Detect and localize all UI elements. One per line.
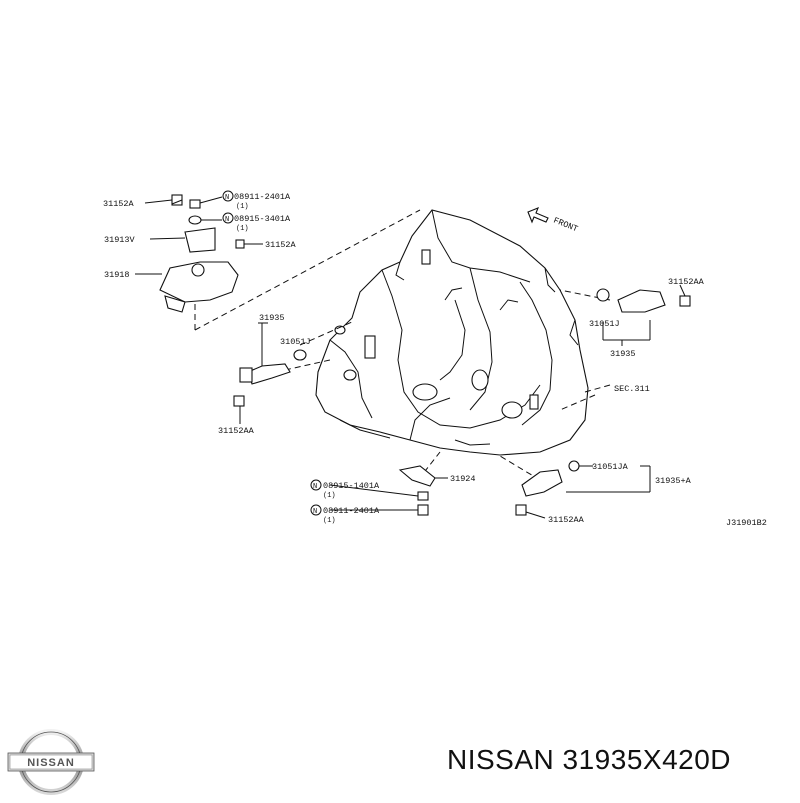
label-31918: 31918 (104, 270, 130, 280)
label-front: FRONT (552, 216, 579, 235)
right-speed-sensor (596, 284, 691, 346)
label-31051j-left: 31051J (280, 337, 311, 347)
part-caption: NISSAN 31935X420D (447, 744, 732, 775)
label-08915-top-qty: (1) (236, 225, 249, 233)
label-08911-top-qty: (1) (236, 203, 249, 211)
logo-text: NISSAN (27, 757, 75, 769)
inhibitor-switch-group (135, 194, 263, 313)
label-08911-bottom-qty: (1) (323, 517, 336, 525)
label-31152aa-left: 31152AA (218, 426, 255, 436)
lower-sensor (515, 460, 651, 519)
circle-n-markers: N N N N (222, 190, 322, 516)
label-sec311: SEC.311 (614, 384, 650, 394)
label-31935-right: 31935 (610, 349, 636, 359)
diagram-code: J31901B2 (726, 518, 767, 528)
nissan-logo: NISSAN (6, 726, 96, 798)
label-08915-top: 08915-3401A (234, 214, 291, 224)
circle-n-2: N (225, 216, 229, 224)
label-31152a-top: 31152A (103, 199, 135, 209)
label-08911-top: 08911-2401A (234, 192, 291, 202)
label-31152aa-bottom: 31152AA (548, 515, 585, 525)
label-31935a: 31935+A (655, 476, 692, 486)
label-08915-bottom-qty: (1) (323, 492, 336, 500)
transmission-housing (315, 209, 589, 456)
left-speed-sensor (233, 322, 307, 424)
label-31051j-right: 31051J (589, 319, 620, 329)
front-arrow (527, 207, 549, 224)
part-labels: 31152A 08911-2401A (1) 08915-3401A (1) 3… (103, 192, 767, 528)
label-31913v: 31913V (104, 235, 136, 245)
label-08911-bottom: 08911-2401A (323, 506, 380, 516)
bracket-31924 (329, 465, 448, 516)
circle-n-3: N (313, 483, 317, 491)
circle-n-4: N (313, 508, 317, 516)
label-31051ja: 31051JA (592, 462, 629, 472)
label-31152aa-right: 31152AA (668, 277, 705, 287)
label-31152a-mid: 31152A (265, 240, 297, 250)
circle-n-1: N (225, 194, 229, 202)
nissan-logo-icon: NISSAN (7, 729, 95, 795)
label-31924: 31924 (450, 474, 476, 484)
label-08915-bottom: 08915-1401A (323, 481, 380, 491)
label-31935-left: 31935 (259, 313, 285, 323)
